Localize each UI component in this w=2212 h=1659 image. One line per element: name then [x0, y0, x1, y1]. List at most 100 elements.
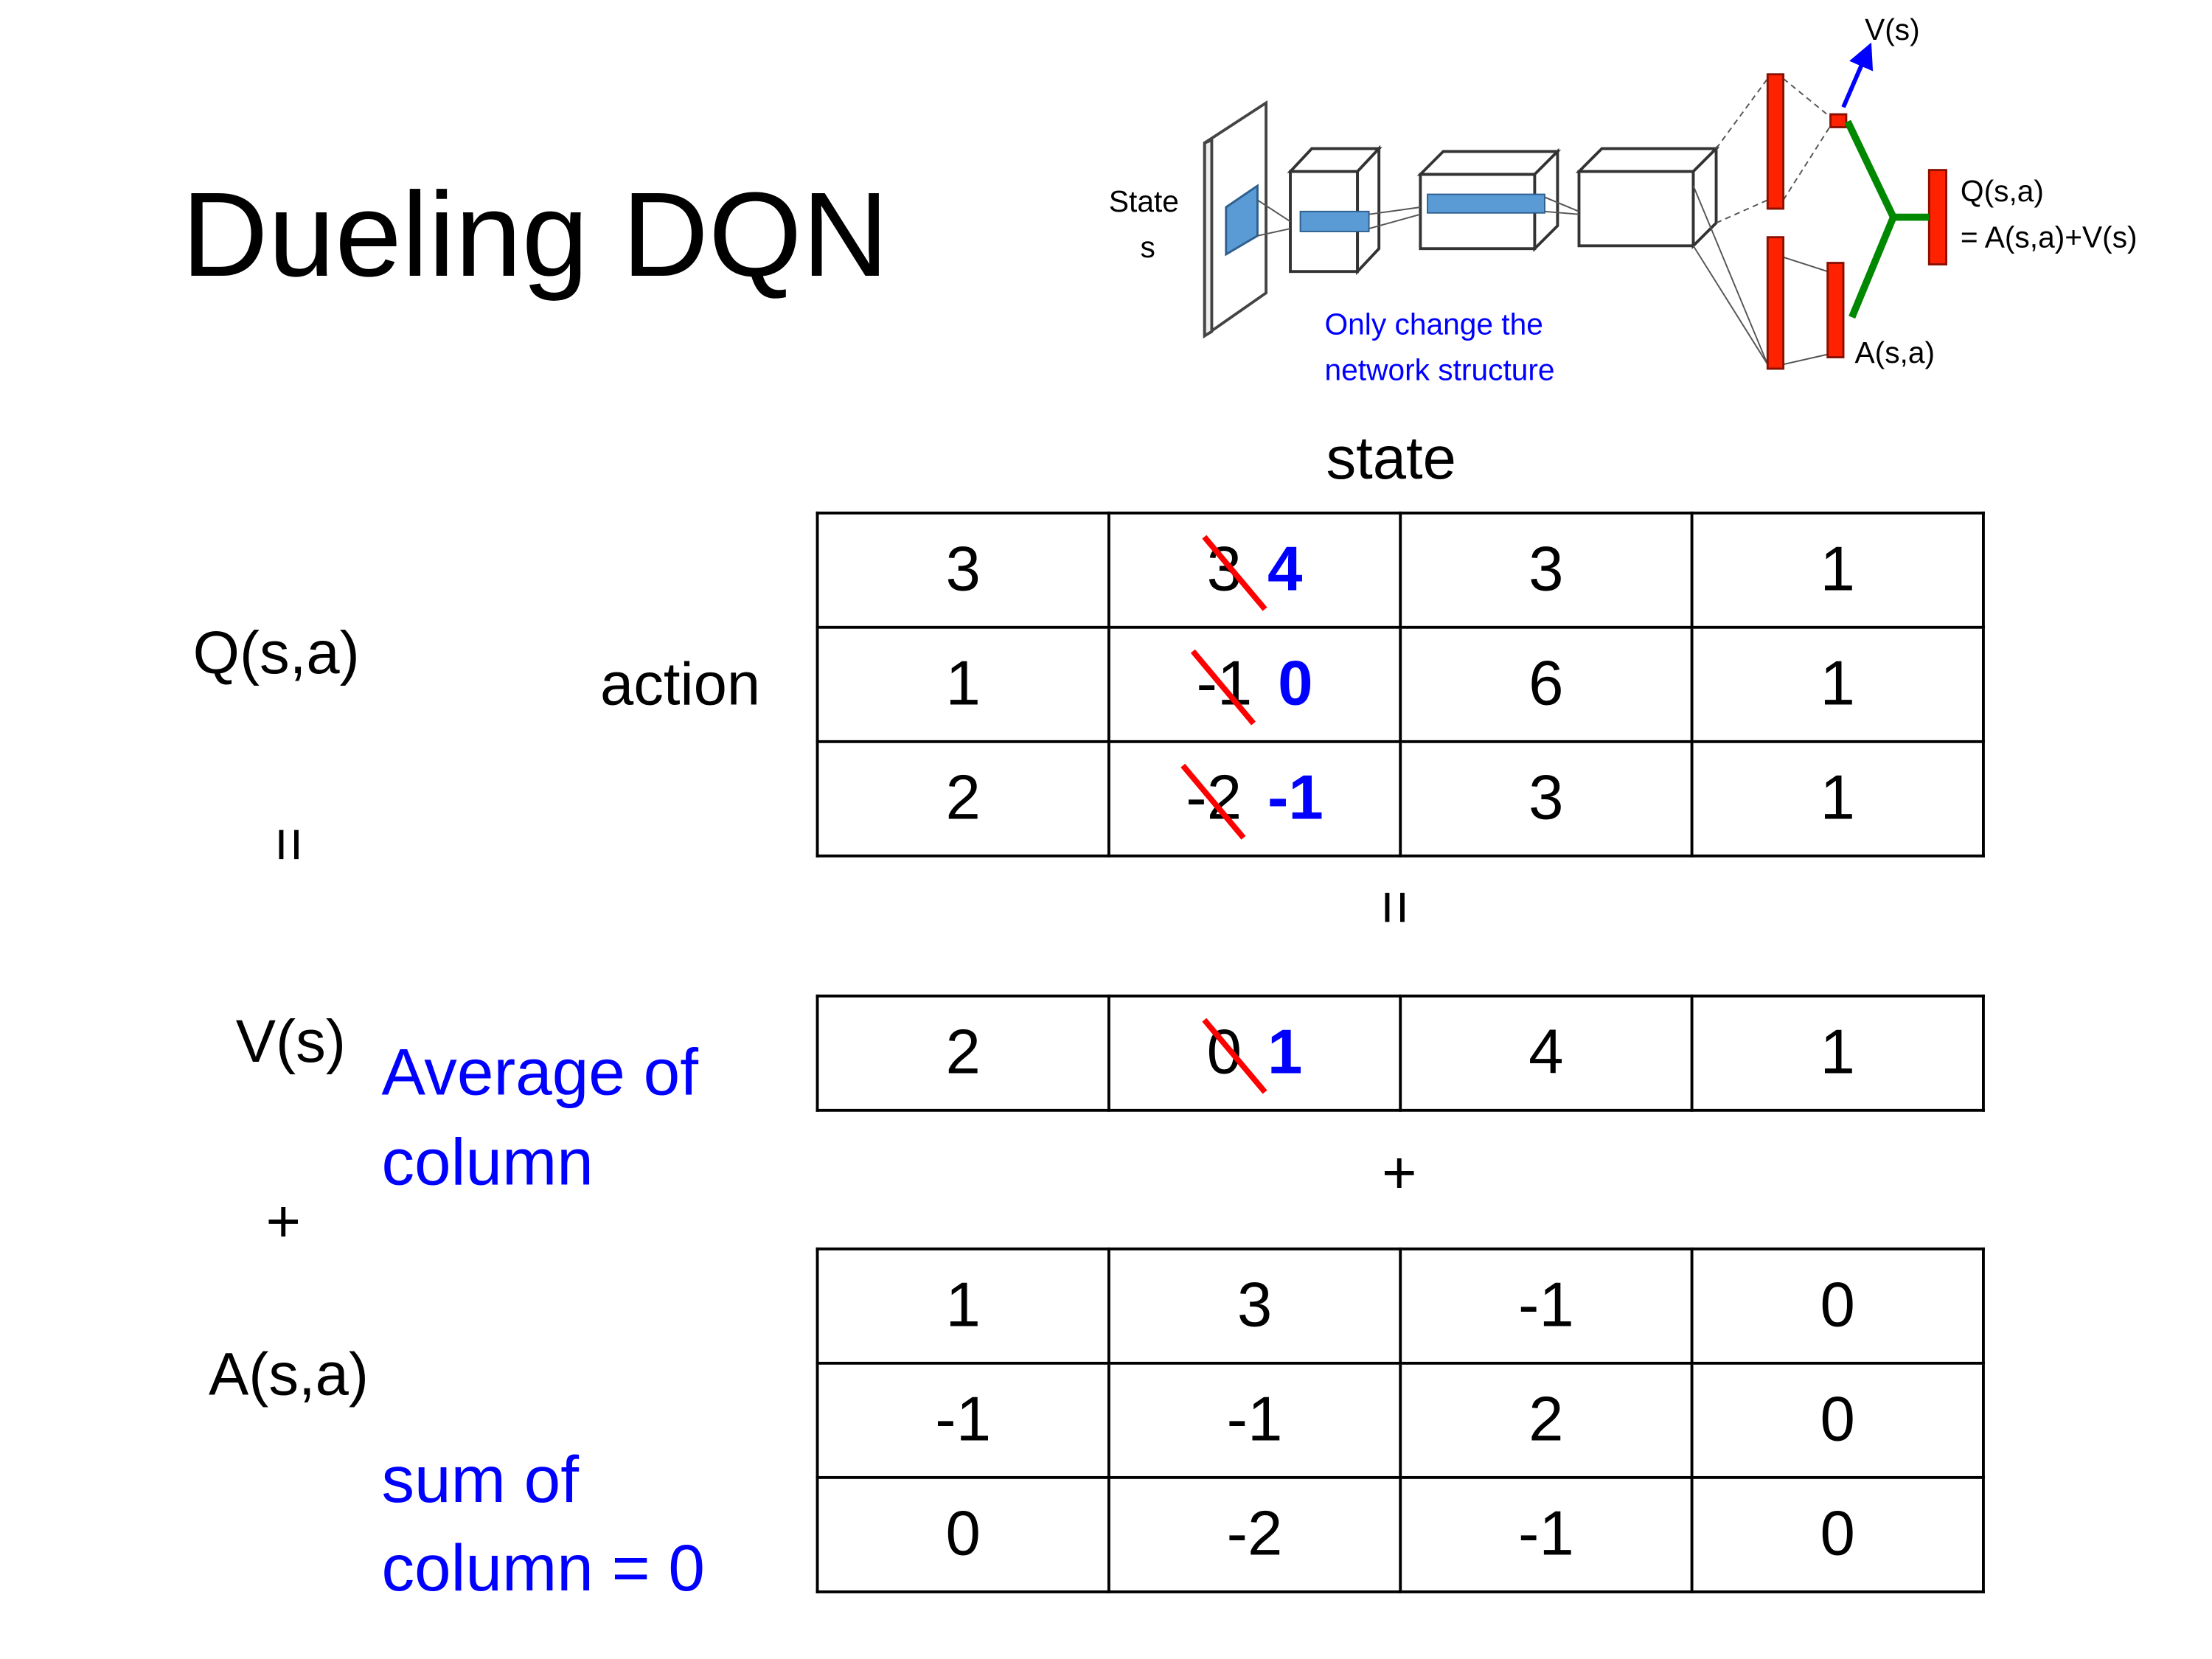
struck-value: 0 — [1206, 1017, 1242, 1088]
q-label: Q(s,a) — [1961, 174, 2044, 208]
cell-value: 1 — [945, 648, 981, 719]
q-formula: = A(s,a)+V(s) — [1961, 220, 2138, 254]
a-label: A(s,a) — [1855, 335, 1935, 369]
value-hidden-layer — [1766, 73, 1785, 210]
sum-note-line-1: sum of — [381, 1441, 579, 1517]
state-var: s — [1141, 230, 1155, 264]
table-cell: -2 -1 — [1107, 740, 1402, 858]
network-diagram: State s V(s) Q(s,a) = A(s,a)+V(s) A(s,a)… — [1109, 13, 2138, 387]
merge-lines — [1844, 119, 1930, 319]
table-cell: 0 — [1690, 1361, 1985, 1479]
cell-value: -1 — [1518, 1270, 1574, 1340]
conv-layer-3 — [1575, 145, 1720, 250]
table-cell: -1 — [815, 1361, 1110, 1479]
table-row: 1 3 -1 0 — [815, 1247, 1985, 1365]
average-note-line-2: column — [381, 1124, 594, 1199]
cell-value: 1 — [1820, 534, 1855, 605]
q-label: Q(s,a) — [192, 619, 360, 686]
cell-value: 1 — [1820, 762, 1855, 833]
plus-sign-left: + — [265, 1187, 302, 1255]
corrected-value: 1 — [1267, 1017, 1303, 1088]
table-cell: -1 — [1107, 1361, 1402, 1479]
q-output — [1927, 169, 1948, 265]
corrected-value: -1 — [1267, 762, 1324, 833]
note-line-2: network structure — [1325, 353, 1555, 387]
table-cell: 0 — [1690, 1247, 1985, 1365]
struck-value: 3 — [1206, 534, 1242, 605]
sum-note-line-2: column = 0 — [381, 1530, 706, 1605]
cell-value: 0 — [1820, 1384, 1855, 1455]
cell-value: -1 — [935, 1384, 992, 1455]
conv-block-1 — [1299, 210, 1370, 232]
table-row: 2 -2 -1 3 1 — [815, 740, 1985, 858]
table-cell: 1 — [815, 625, 1110, 743]
cell-value: 4 — [1528, 1017, 1564, 1088]
cell-value: 6 — [1528, 648, 1564, 719]
conv-filter — [1225, 184, 1259, 257]
a-table: 1 3 -1 0 -1 -1 2 0 0 -2 -1 0 — [815, 1247, 1985, 1593]
cell-value: 3 — [1528, 534, 1564, 605]
table-cell: 1 — [1690, 740, 1985, 858]
table-cell: 3 — [815, 511, 1110, 629]
table-cell: 2 — [1399, 1361, 1694, 1479]
value-arrow — [1841, 42, 1874, 108]
table-cell: 6 — [1399, 625, 1694, 743]
a-label: A(s,a) — [208, 1340, 369, 1408]
cell-value: 0 — [945, 1498, 981, 1569]
cell-value: 1 — [945, 1270, 981, 1340]
cell-value: 2 — [945, 1017, 981, 1088]
table-cell: 3 — [1399, 511, 1694, 629]
table-cell: 3 — [1107, 1247, 1402, 1365]
cell-value: 3 — [1237, 1270, 1273, 1340]
plus-sign-center: + — [1382, 1138, 1417, 1206]
table-cell: -2 — [1107, 1475, 1402, 1593]
average-note-line-1: Average of — [381, 1034, 699, 1109]
v-label: V(s) — [235, 1007, 346, 1075]
table-cell: 1 — [1690, 511, 1985, 629]
table-cell: 1 — [1690, 625, 1985, 743]
action-axis-label: action — [599, 650, 761, 717]
conv-layer-1 — [1287, 145, 1382, 276]
cell-value: 3 — [945, 534, 981, 605]
table-cell: 2 — [815, 994, 1110, 1112]
conv-block-2 — [1427, 193, 1545, 214]
cell-value: -2 — [1226, 1498, 1283, 1569]
cell-value: 2 — [945, 762, 981, 833]
table-cell: 1 — [1690, 994, 1985, 1112]
v-label: V(s) — [1865, 13, 1920, 46]
table-cell: 2 — [815, 740, 1110, 858]
table-cell: -1 — [1399, 1247, 1694, 1365]
table-cell: 1 — [815, 1247, 1110, 1365]
cell-value: 1 — [1820, 648, 1855, 719]
cell-value: 0 — [1820, 1270, 1855, 1340]
connection-lines — [1256, 77, 1832, 366]
table-row: 0 -2 -1 0 — [815, 1475, 1985, 1593]
note-line-1: Only change the — [1325, 307, 1543, 341]
cell-value: -1 — [1226, 1384, 1283, 1455]
cell-value: 3 — [1528, 762, 1564, 833]
struck-value: -1 — [1196, 648, 1253, 719]
table-cell: 0 — [1690, 1475, 1985, 1593]
state-axis-label: state — [1326, 424, 1456, 492]
value-output — [1829, 113, 1848, 128]
struck-value: -2 — [1186, 762, 1242, 833]
cell-value: 0 — [1820, 1498, 1855, 1569]
table-row: 1 -1 0 6 1 — [815, 625, 1985, 743]
table-cell: -1 — [1399, 1475, 1694, 1593]
advantage-output — [1826, 262, 1845, 358]
advantage-hidden-layer — [1766, 236, 1785, 370]
equals-sign-center: = — [1362, 889, 1430, 925]
corrected-value: 0 — [1278, 648, 1313, 719]
table-cell: 4 — [1399, 994, 1694, 1112]
fc-layers — [1766, 73, 1948, 370]
cell-value: 2 — [1528, 1384, 1564, 1455]
equals-sign-left: = — [256, 827, 324, 863]
slide-title: Dueling DQN — [181, 167, 889, 302]
cell-value: -1 — [1518, 1498, 1574, 1569]
